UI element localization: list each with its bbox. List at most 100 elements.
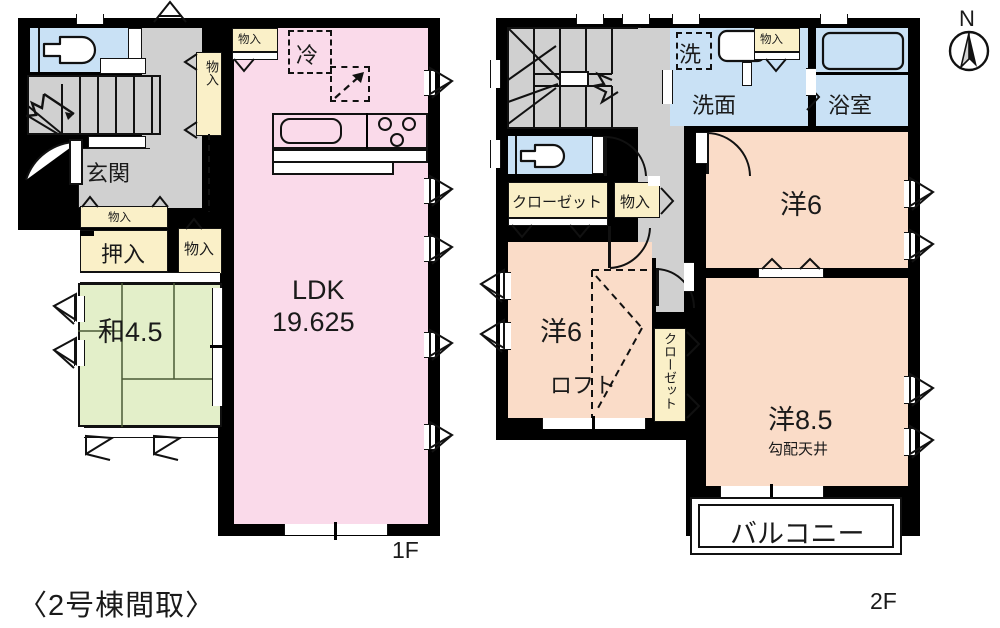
- washitsu-bottom-window-icons: [85, 434, 184, 461]
- appliance-dashed-arrow-icon: [334, 72, 364, 99]
- label-closet-vert: クローゼット: [662, 332, 677, 410]
- label-bedroom-6-north: 洋6: [780, 190, 823, 220]
- monoire-small-door-icon: [185, 217, 203, 230]
- label-refrigerator: 冷: [296, 43, 319, 68]
- bedroom-6-west-win-1-icon: [479, 268, 505, 303]
- room-closet-vert: [654, 328, 686, 422]
- washitsu-window-left-1: [74, 296, 85, 322]
- room-closet-west: [508, 182, 608, 218]
- bedroom-85-win-1-icon: [909, 372, 935, 407]
- closet-west-shelf: [508, 218, 608, 226]
- bathtub-icon: [821, 31, 905, 71]
- washitsu-door-bottom: [84, 427, 218, 438]
- monoire-stairs-doors-icon: [183, 53, 198, 139]
- ldk-window-top-left: [76, 14, 104, 24]
- bedroom-6-north-door-icon: [706, 132, 751, 177]
- entry-door-swing-icon: [25, 139, 83, 185]
- bedroom-6-west-bottom-mark: [592, 416, 595, 432]
- room-ldk: [234, 28, 428, 524]
- toilet-tank-1f: [30, 28, 40, 72]
- monoire-2f-hall-jamb: [648, 176, 660, 186]
- plan-caption: 〈2号棟間取〉: [18, 590, 216, 622]
- room-oshiire: [80, 230, 168, 272]
- label-washer: 洗: [679, 42, 702, 67]
- washitsu-window-left-1-icon: [52, 292, 77, 325]
- label-senmen: 洗面: [692, 93, 737, 118]
- kitchen-island-front-2: [272, 149, 428, 163]
- bedroom-6-west-win-2: [500, 322, 511, 350]
- ldk-window-r1-icon: [429, 66, 454, 99]
- win-2f-top-1: [576, 14, 604, 24]
- bedroom-6-north-win-1-icon: [909, 176, 935, 211]
- room-monoire-hall: [80, 206, 168, 228]
- closet-vert-door-icon: [686, 331, 701, 419]
- room-monoire-2f-hall: [614, 182, 660, 218]
- label-oshiire: 押入: [101, 242, 146, 267]
- bedroom-6-west-door-icon: [608, 226, 651, 269]
- floor-2f-group: 洗 洗面 物入 浴室 クローゼット: [479, 0, 940, 614]
- kitchen-stove-burners-icon: [378, 117, 416, 147]
- ldk-window-r3-icon: [429, 232, 454, 265]
- closet-west-door-icon: [511, 224, 591, 239]
- bedroom-6-west-win-1: [500, 272, 511, 300]
- oshiire-tick: [80, 231, 94, 236]
- bedroom-85-balcony-door-mark: [770, 484, 773, 502]
- monoire-kitchen-shelf: [232, 52, 278, 60]
- hall-2f-right: [656, 100, 684, 260]
- label-ldk-area: 19.625: [272, 307, 355, 337]
- senmen-partition: [742, 62, 752, 86]
- win-2f-top-3: [672, 14, 700, 24]
- toilet-bowl-icon-2f: [519, 143, 566, 169]
- label-closet-west: クローゼット: [512, 194, 603, 211]
- kitchen-sink-icon: [280, 118, 342, 144]
- ldk-dashed-separator: [208, 134, 210, 212]
- stairs-landing-1f: [100, 58, 146, 74]
- appliance-dashed-square: [330, 66, 370, 102]
- toilet-door-jamb-2f: [592, 136, 604, 174]
- monoire-hall-door-icon: [81, 195, 169, 208]
- bedroom-6-north-jamb: [696, 132, 707, 164]
- washitsu-fusuma-top: [80, 272, 220, 283]
- bedroom-6-north-win-2-icon: [909, 228, 935, 263]
- room-bedroom-85: [706, 278, 908, 486]
- label-balcony: バルコニー: [730, 519, 865, 549]
- room-monoire-stairs: [196, 52, 222, 136]
- bedroom-85-win-2-icon: [909, 424, 935, 459]
- label-bedroom-85-sub: 勾配天井: [768, 441, 829, 458]
- room-bedroom-6-west: [508, 242, 652, 418]
- toilet-tank-2f: [508, 136, 517, 174]
- monoire-2f-hall-door-icon: [660, 187, 675, 215]
- appliance-refrigerator: [288, 30, 332, 74]
- label-washitsu: 和4.5: [98, 317, 163, 347]
- yokushitsu-jamb: [806, 68, 816, 96]
- monoire-2f-wash-door-icon: [765, 58, 787, 73]
- floor-1f-group: 物入 玄関 物入 押入 物入: [0, 0, 470, 570]
- washitsu-window-left-2-icon: [52, 336, 77, 369]
- hall-2f-lower: [656, 258, 684, 312]
- stairs-icon-2f: [507, 27, 641, 129]
- room-monoire-small: [178, 228, 222, 274]
- label-ldk: LDK: [292, 275, 345, 305]
- win-2f-top-2: [622, 14, 650, 24]
- washitsu-sliding-right-mark: [210, 345, 232, 348]
- toilet-door-swing-2f: [603, 135, 647, 177]
- label-genkan: 玄関: [86, 161, 131, 186]
- floor-tag-1f: 1F: [392, 537, 419, 563]
- hall-2f-lower-door-icon: [656, 268, 696, 309]
- room-monoire-kitchen: [232, 28, 278, 52]
- balcony-inner: [698, 504, 894, 548]
- appliance-washer-2f: [676, 32, 712, 70]
- label-bedroom-85: 洋8.5: [768, 405, 833, 435]
- closet-a-door-icon: [761, 257, 821, 270]
- label-monoire-2f-hall: 物入: [620, 194, 651, 211]
- compass-label-north: N: [959, 6, 975, 31]
- label-monoire-stairs: 物入: [204, 60, 219, 86]
- stairs-base-1f: [88, 136, 146, 148]
- monoire-2f-wash-shelf: [754, 52, 800, 60]
- closet-a-shelf: [758, 268, 824, 278]
- ldk-window-r2-icon: [429, 174, 454, 207]
- ldk-window-r5-icon: [429, 420, 454, 453]
- label-yokushitsu: 浴室: [828, 93, 873, 118]
- label-bedroom-6-west: 洋6: [540, 317, 583, 347]
